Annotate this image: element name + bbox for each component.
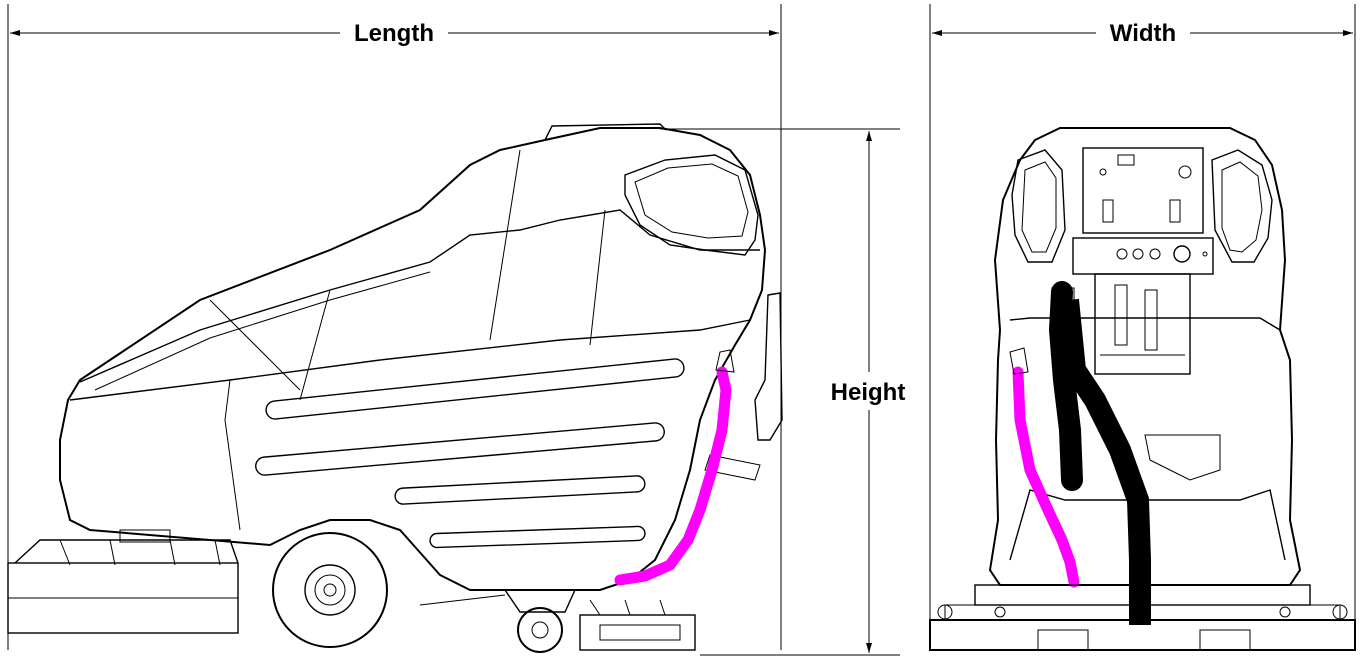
height-label: Height: [831, 379, 906, 406]
width-dimension: Width: [929, 4, 1356, 650]
length-label: Length: [354, 20, 434, 47]
control-panel: [1072, 147, 1214, 275]
rear-view-machine: [929, 127, 1356, 651]
length-dimension: Length: [7, 4, 782, 650]
valve-plate: [1094, 273, 1191, 375]
brush-deck: [7, 529, 239, 634]
drain-hose-rear: [1012, 366, 1080, 588]
width-label: Width: [1110, 20, 1176, 47]
rear-base: [929, 584, 1356, 651]
front-wheel: [272, 532, 388, 648]
height-dimension: Height: [660, 128, 906, 656]
side-view-machine: [7, 123, 783, 653]
drain-hose-side: [614, 366, 732, 586]
squeegee-assembly: [579, 599, 696, 651]
rear-caster: [504, 589, 576, 653]
side-ribs: [255, 358, 685, 549]
recovery-hose-rear-lower: [1057, 298, 1151, 625]
